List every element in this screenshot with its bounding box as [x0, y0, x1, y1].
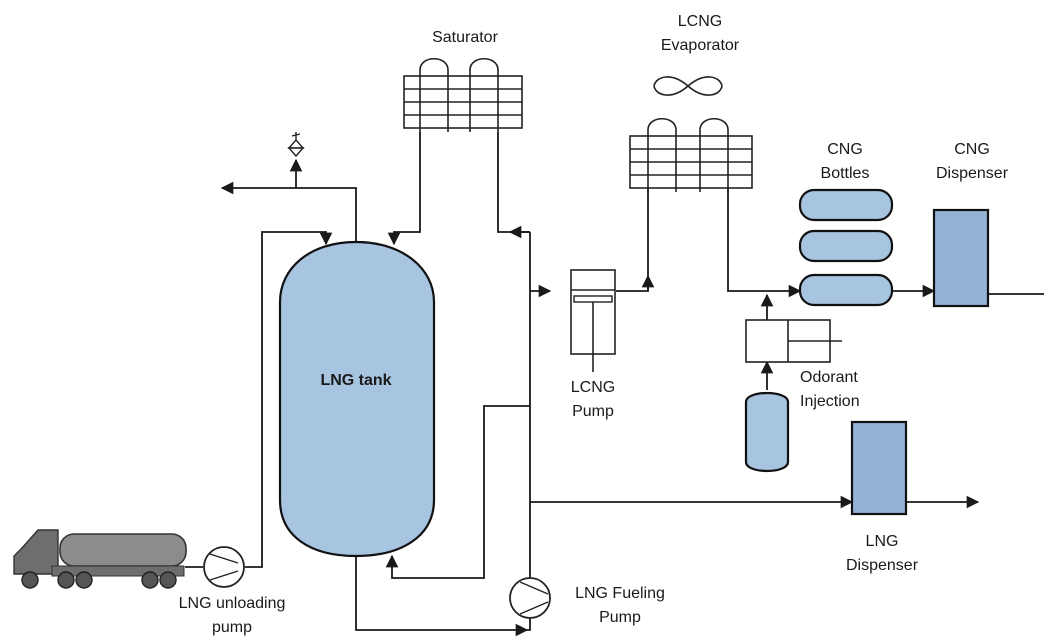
lng-fueling-pump-label-line2: Pump — [599, 609, 641, 626]
saturator-label: Saturator — [432, 29, 498, 46]
lng-unloading-pump-label-line2: pump — [211, 619, 253, 636]
lcng-pump-label-line2: Pump — [572, 403, 614, 420]
odorant-injection-label-line1: Odorant — [800, 369, 858, 386]
lcng-pump-label-line1: LCNG — [570, 379, 616, 396]
lcng-pump-label: LCNG Pump — [548, 376, 638, 424]
lng-fueling-pump-icon — [509, 577, 551, 619]
lng-tank — [278, 240, 436, 558]
lng-dispenser-label: LNG Dispenser — [832, 530, 932, 578]
odorant-injection — [744, 319, 842, 472]
relief-valve-icon — [287, 132, 305, 158]
cng-bottles-label-line1: CNG — [827, 141, 863, 158]
lng-unloading-pump-icon — [203, 546, 245, 588]
lng-fueling-pump-label-line1: LNG Fueling — [575, 585, 665, 602]
lng-dispenser-label-line1: LNG — [865, 533, 899, 550]
truck-icon — [13, 529, 187, 589]
lng-unloading-pump-label: LNG unloading pump — [162, 592, 302, 640]
cng-dispenser — [932, 208, 990, 308]
cng-bottles-label: CNG Bottles — [800, 138, 890, 186]
piping — [185, 132, 1044, 637]
cng-dispenser-label: CNG Dispenser — [922, 138, 1022, 186]
cng-bottles-label-line2: Bottles — [820, 165, 870, 182]
fan-icon — [653, 76, 723, 96]
cng-dispenser-label-line1: CNG — [954, 141, 990, 158]
lng-dispenser — [850, 420, 908, 516]
odorant-injection-label: Odorant Injection — [800, 366, 900, 414]
lcng-evaporator-label: LCNG Evaporator — [640, 10, 760, 58]
lcng-piston-pump-icon — [570, 269, 616, 372]
lcng-evaporator-label-line2: Evaporator — [660, 37, 740, 54]
lcng-evaporator-heat-exchanger-icon — [629, 117, 753, 192]
lcng-evaporator-label-line1: LCNG — [677, 13, 723, 30]
odorant-injection-label-line2: Injection — [800, 393, 860, 410]
cng-dispenser-label-line2: Dispenser — [935, 165, 1009, 182]
lng-dispenser-label-line2: Dispenser — [845, 557, 919, 574]
lng-fueling-pump-label: LNG Fueling Pump — [560, 582, 680, 630]
lng-unloading-pump-label-line1: LNG unloading — [178, 595, 286, 612]
saturator-heat-exchanger-icon — [403, 57, 523, 132]
lng-tank-label: LNG tank — [320, 372, 392, 389]
cng-bottles — [798, 188, 894, 307]
